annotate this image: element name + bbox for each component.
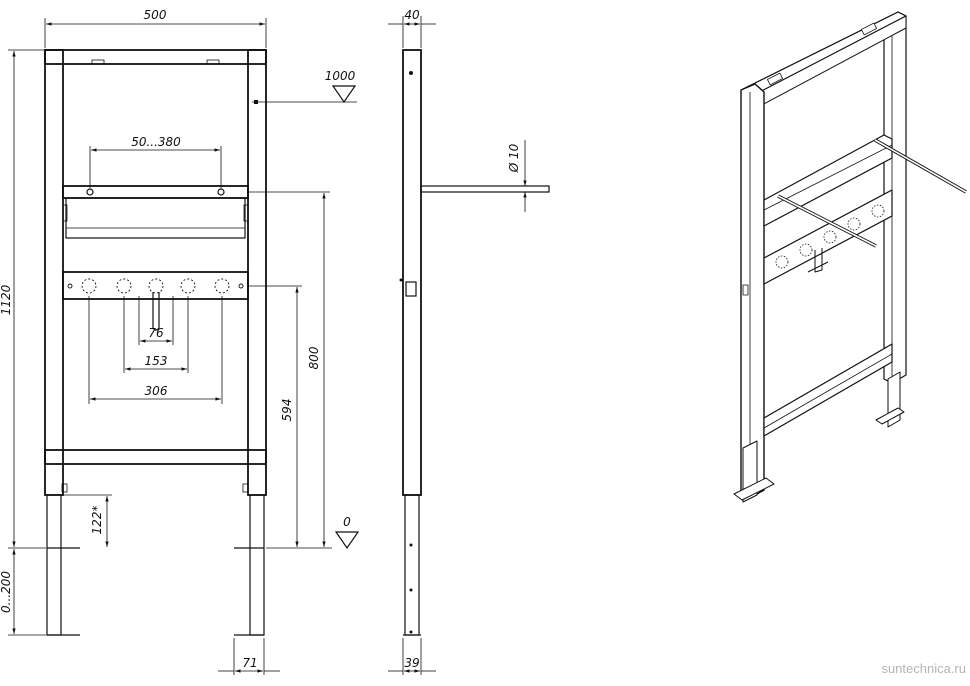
dim-50-380-label: 50...380 xyxy=(131,135,181,149)
crossbar-bolt-right xyxy=(217,188,225,196)
dim-594-label: 594 xyxy=(280,399,294,422)
side-pin xyxy=(399,278,403,282)
dim-306-label: 306 xyxy=(145,384,168,398)
left-leg xyxy=(46,494,62,636)
side-leg-hole-3 xyxy=(409,630,413,634)
level-1000-tick xyxy=(254,100,258,104)
level-zero-label: 0 xyxy=(343,515,351,529)
side-leg-hole-2 xyxy=(409,588,413,592)
iso-top-clip-right xyxy=(861,22,877,36)
iso-top-clip-left xyxy=(767,72,783,86)
upper-crossbar-plate xyxy=(65,197,246,239)
iso-pipe-left-core xyxy=(777,195,877,247)
crossbar-bolt-left xyxy=(86,188,94,196)
iso-drain-bracket xyxy=(814,248,823,273)
right-leg xyxy=(249,494,265,636)
crossbar-tab-right xyxy=(243,204,249,222)
left-leg-clip xyxy=(61,483,68,493)
iso-back-foot xyxy=(875,407,905,425)
level-1000-label: 1000 xyxy=(325,69,356,83)
top-clip-left xyxy=(91,59,105,65)
drain-bracket xyxy=(152,292,160,331)
mounting-plate-holes xyxy=(67,278,244,294)
iso-pipe-right-core xyxy=(874,139,967,193)
side-post xyxy=(402,49,422,496)
dim-76-label: 76 xyxy=(148,326,164,340)
watermark: suntechnica.ru xyxy=(881,661,966,676)
iso-mounting-plate xyxy=(763,189,893,285)
right-leg-clip xyxy=(242,483,249,493)
level-1000-triangle xyxy=(331,85,357,104)
iso-top-rail xyxy=(740,11,907,97)
dim-39-label: 39 xyxy=(404,656,419,670)
dim-40-label: 40 xyxy=(404,8,420,22)
dim-d10-label: Ø 10 xyxy=(507,143,521,173)
dim-500-label: 500 xyxy=(144,8,167,22)
right-post xyxy=(247,49,267,496)
iso-plate-holes xyxy=(775,204,885,269)
dim-1120-label: 1120 xyxy=(0,284,13,315)
side-leg-hole-1 xyxy=(409,543,413,547)
front-view: 500 1120 0...200 50...380 76 153 306 xyxy=(0,8,360,675)
side-hole-top xyxy=(409,71,413,75)
side-view: 40 Ø 10 39 xyxy=(388,8,550,675)
side-leg xyxy=(404,494,420,636)
dim-153-label: 153 xyxy=(145,354,168,368)
level-zero-triangle xyxy=(334,531,360,550)
iso-drain-foot xyxy=(807,261,829,273)
dim-800-label: 800 xyxy=(307,346,321,369)
iso-bottom-rail-line xyxy=(763,353,893,429)
left-post xyxy=(44,49,64,496)
isometric-view xyxy=(733,11,967,503)
iso-front-post-clip xyxy=(742,284,749,296)
upper-crossbar xyxy=(62,185,249,199)
dim-122-label: 122* xyxy=(90,506,104,535)
bottom-rail xyxy=(44,449,267,465)
top-rail xyxy=(44,49,267,65)
crossbar-tab-left xyxy=(62,204,68,222)
iso-top-rail-face xyxy=(751,15,907,107)
iso-front-foot xyxy=(733,477,775,501)
mounting-plate xyxy=(62,271,249,300)
side-clip xyxy=(405,281,417,297)
iso-bottom-rail xyxy=(763,343,893,437)
top-clip-right xyxy=(206,59,220,65)
dim-0-200-label: 0...200 xyxy=(0,571,13,613)
side-pipe xyxy=(420,185,550,193)
dim-71-label: 71 xyxy=(242,656,257,670)
